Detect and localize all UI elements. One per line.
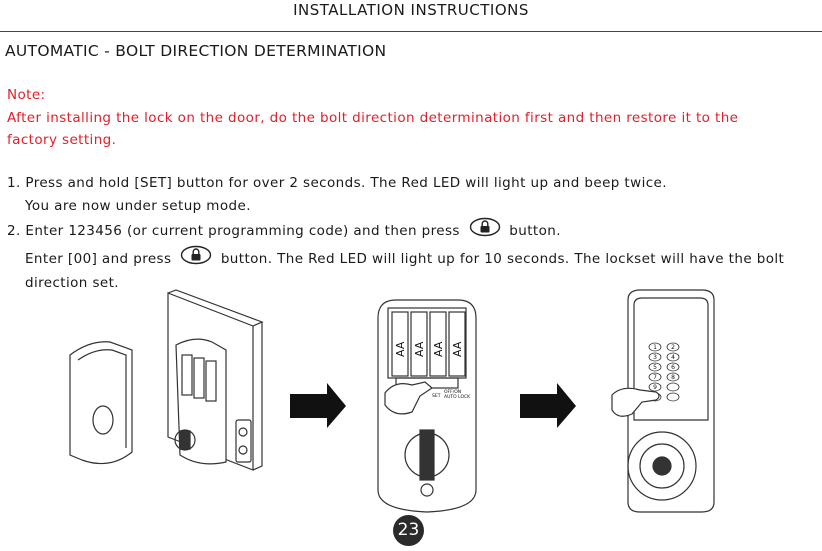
lock-button-icon — [469, 217, 501, 245]
battery-label: AA — [413, 341, 426, 357]
header-divider — [0, 31, 822, 32]
pcb-set-label: SET — [432, 393, 441, 399]
battery-label: AA — [432, 341, 445, 357]
arrow-right-icon — [290, 383, 346, 428]
arrow-right-icon — [520, 383, 576, 428]
key-digit: 7 — [653, 374, 657, 381]
page-number: 23 — [393, 515, 424, 546]
step-2-line-2: Enter [00] and press button. The Red LED… — [7, 245, 784, 273]
pcb-off-label: OFF/ON — [444, 389, 461, 395]
keypad-keys — [648, 342, 680, 402]
step-2-number: 2. — [7, 222, 21, 239]
key-digit: 3 — [653, 354, 657, 361]
step-1-line-2: You are now under setup mode. — [25, 197, 251, 214]
key-digit: 4 — [671, 354, 675, 361]
key-digit: 9 — [653, 384, 657, 391]
pcb-labels: SET OFF/ON AUTO LOCK — [432, 389, 471, 400]
section-title: AUTOMATIC - BOLT DIRECTION DETERMINATION — [5, 42, 387, 60]
battery-label: AA — [451, 341, 464, 357]
key-digit: 8 — [671, 374, 675, 381]
key-digit: 5 — [653, 364, 657, 371]
step-2-text-b: button. — [509, 222, 561, 239]
step-1-line-1: 1. Press and hold [SET] button for over … — [7, 172, 784, 195]
step-1-text: Press and hold [SET] button for over 2 s… — [25, 175, 667, 191]
key-digit: 2 — [671, 344, 675, 351]
step-2-line-3: direction set. — [25, 275, 119, 291]
pressing-hand-icon — [611, 387, 660, 417]
note-block: Note: After installing the lock on the d… — [7, 84, 738, 152]
steps-list: 1. Press and hold [SET] button for over … — [7, 172, 784, 295]
step-2-line-1: 2. Enter 123456 (or current programming … — [7, 217, 784, 245]
step-2-text-d: button. The Red LED will light up for 10… — [220, 250, 785, 267]
battery-label: AA — [394, 341, 407, 357]
step-2-text-c: Enter [00] and press — [25, 250, 172, 267]
battery-labels: AA AA AA AA — [394, 341, 464, 357]
note-label: Note: — [7, 87, 46, 103]
key-digit: 1 — [653, 344, 657, 351]
step-2-text-a: Enter 123456 (or current programming cod… — [25, 222, 460, 239]
lock-button-icon — [180, 245, 212, 273]
note-line-1: After installing the lock on the door, d… — [7, 109, 739, 126]
header-title: INSTALLATION INSTRUCTIONS — [293, 1, 529, 19]
battery-compartment-figure — [377, 299, 477, 513]
pcb-auto-label: AUTO LOCK — [444, 394, 471, 400]
note-line-2: factory setting. — [7, 132, 117, 148]
step-1-number: 1. — [7, 175, 21, 191]
key-digit: 6 — [671, 364, 675, 371]
door-lock-figure — [69, 289, 264, 471]
